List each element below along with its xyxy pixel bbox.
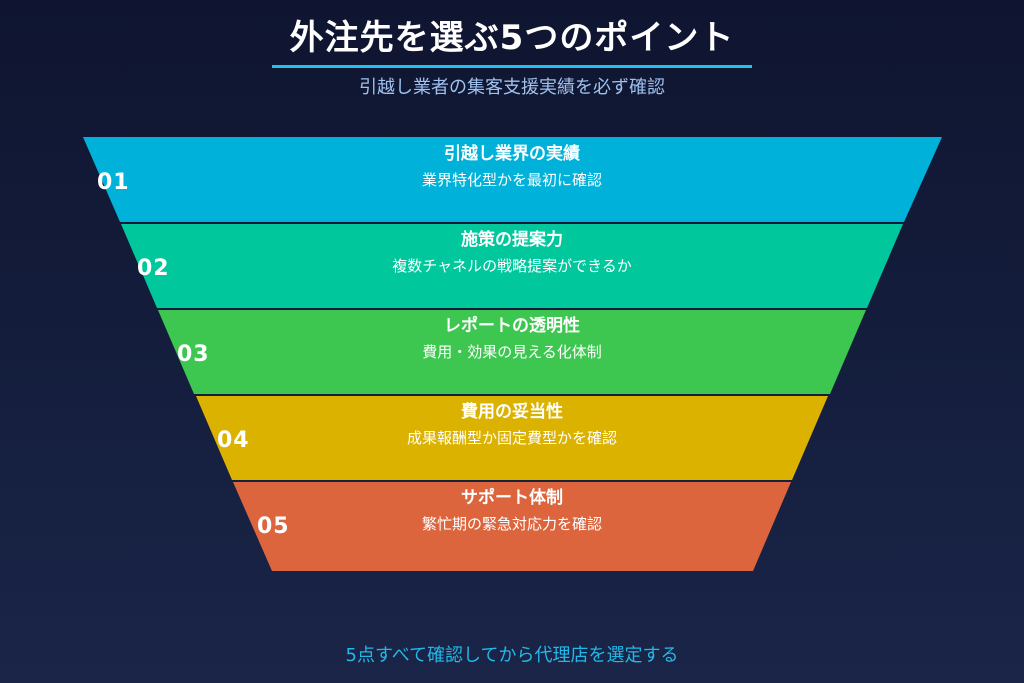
funnel-step-1: 引越し業界の実績 業界特化型かを最初に確認 (312, 143, 712, 191)
step-description: 複数チャネルの戦略提案ができるか (392, 257, 632, 275)
funnel-band-1 (83, 137, 942, 222)
funnel-band-2 (121, 224, 903, 308)
step-title: サポート体制 (461, 488, 563, 508)
funnel-step-2: 施策の提案力 複数チャネルの戦略提案ができるか (312, 229, 712, 277)
funnel-band-5 (233, 482, 791, 571)
funnel-band-4 (196, 396, 828, 480)
step-description: 業界特化型かを最初に確認 (421, 171, 602, 189)
step-title: 施策の提案力 (461, 230, 563, 250)
step-number: 01 (97, 170, 130, 195)
footer-note: 5点すべて確認してから代理店を選定する (345, 645, 679, 666)
page-title: 外注先を選ぶ5つのポイント (289, 18, 735, 58)
step-title: 引越し業界の実績 (444, 144, 580, 164)
funnel-step-3: レポートの透明性 費用・効果の見える化体制 (312, 315, 712, 363)
step-title: 費用の妥当性 (461, 402, 563, 422)
step-description: 成果報酬型か固定費型かを確認 (406, 429, 617, 447)
title-underline (272, 65, 752, 68)
funnel-step-4: 費用の妥当性 成果報酬型か固定費型かを確認 (312, 401, 712, 449)
step-number: 04 (217, 428, 250, 453)
step-title: レポートの透明性 (444, 316, 580, 336)
page-subtitle: 引越し業者の集客支援実績を必ず確認 (359, 77, 665, 98)
step-number: 03 (177, 342, 210, 367)
step-number: 05 (257, 514, 290, 539)
step-number: 02 (137, 256, 170, 281)
step-description: 繁忙期の緊急対応力を確認 (421, 515, 602, 533)
funnel-band-3 (158, 310, 866, 394)
funnel-step-5: サポート体制 繁忙期の緊急対応力を確認 (312, 487, 712, 535)
step-description: 費用・効果の見える化体制 (422, 343, 602, 361)
